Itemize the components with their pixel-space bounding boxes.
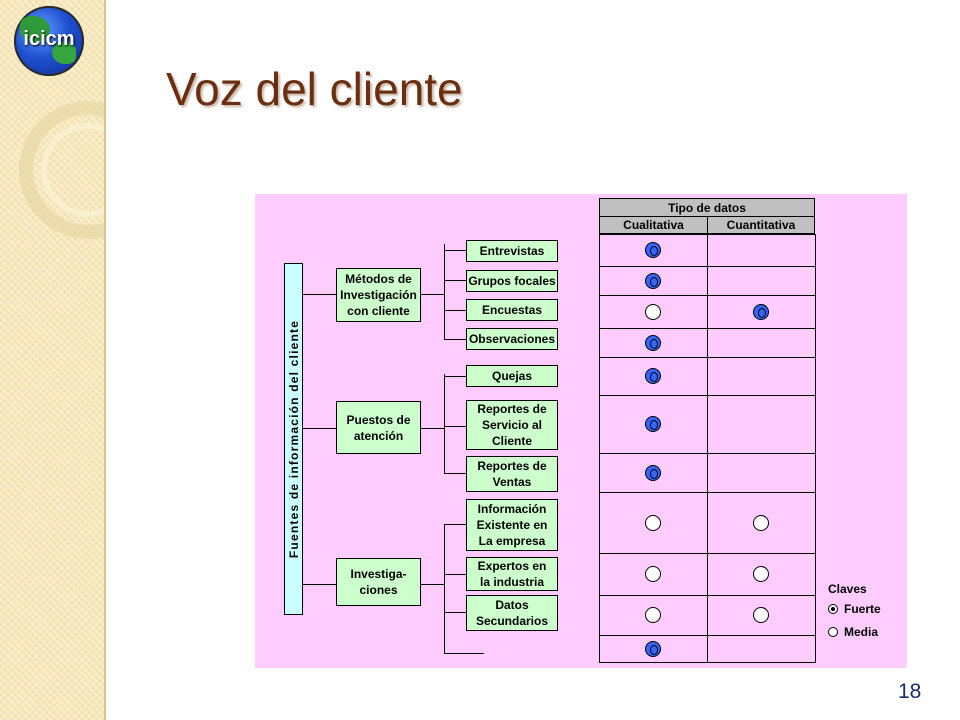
item-expertos: Expertos en la industria — [466, 557, 558, 591]
strong-mark-icon — [645, 640, 661, 657]
key-strong: Fuerte — [828, 602, 881, 616]
item-reportes-servicio: Reportes de Servicio al Cliente — [466, 400, 558, 450]
medium-mark-icon — [645, 607, 661, 623]
table-cell-cuantitativa — [707, 635, 816, 663]
customer-voice-diagram: Fuentes de información del cliente Métod… — [255, 194, 907, 668]
item-observaciones: Observaciones — [466, 328, 558, 350]
key-medium-label: Media — [844, 625, 879, 639]
strong-mark-icon — [645, 242, 661, 258]
key-medium: Media — [828, 625, 878, 639]
column-header-cualitativa: Cualitativa — [599, 216, 708, 234]
item-quejas: Quejas — [466, 365, 558, 387]
group-box-metodos: Métodos de Investigación con cliente — [336, 268, 421, 322]
item-reportes-ventas: Reportes de Ventas — [466, 456, 558, 492]
vertical-label: Fuentes de información del cliente — [287, 319, 301, 559]
table-cell-cuantitativa — [707, 395, 816, 454]
swirl-decoration-icon — [19, 101, 104, 239]
key-title: Claves — [828, 582, 867, 596]
medium-mark-icon — [645, 514, 661, 531]
table-cell-cuantitativa — [707, 266, 816, 296]
strong-mark-icon — [645, 368, 661, 384]
logo-text: icicm — [23, 28, 75, 50]
strong-mark-icon — [645, 334, 661, 351]
item-encuestas: Encuestas — [466, 299, 558, 321]
medium-mark-icon — [753, 607, 769, 623]
medium-mark-icon — [753, 566, 769, 582]
table-cell-cuantitativa — [707, 453, 816, 493]
item-datos-secundarios: Datos Secundarios — [466, 595, 558, 631]
item-informacion-existente: Información Existente en La empresa — [466, 499, 558, 551]
slide-title: Voz del cliente — [166, 63, 463, 115]
table-cell-cuantitativa — [707, 328, 816, 358]
medium-mark-icon — [645, 303, 661, 320]
medium-mark-icon — [828, 627, 838, 637]
medium-mark-icon — [645, 566, 661, 582]
strong-mark-icon — [645, 272, 661, 289]
strong-mark-icon — [645, 416, 661, 432]
table-header-tipo-datos: Tipo de datos — [599, 198, 815, 217]
medium-mark-icon — [753, 514, 769, 531]
column-header-cuantitativa: Cuantitativa — [707, 216, 815, 234]
item-grupos-focales: Grupos focales — [466, 270, 558, 292]
strong-mark-icon — [645, 464, 661, 481]
strong-mark-icon — [753, 303, 769, 320]
key-strong-label: Fuerte — [844, 602, 881, 616]
item-entrevistas: Entrevistas — [466, 240, 558, 262]
group-box-puestos: Puestos de atención — [336, 401, 421, 454]
group-box-investigaciones: Investiga- ciones — [336, 558, 421, 606]
strong-mark-icon — [828, 604, 838, 614]
page-number: 18 — [898, 680, 922, 703]
vertical-label-bar — [284, 263, 303, 615]
decorative-sidebar — [0, 0, 106, 720]
table-cell-cuantitativa — [707, 234, 816, 267]
icicm-logo: icicm — [14, 6, 84, 76]
table-cell-cuantitativa — [707, 357, 816, 396]
